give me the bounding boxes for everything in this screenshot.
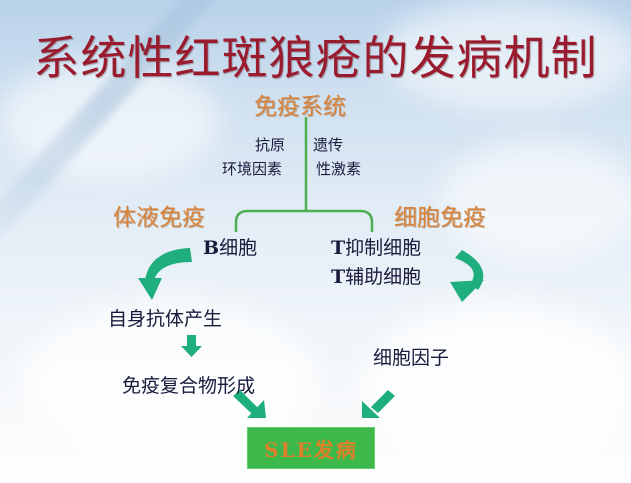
t-helper-text: 辅助细胞 <box>345 266 422 288</box>
down-arrow-icon <box>181 335 202 357</box>
root-node-immune-system: 免疫系统 <box>254 94 346 120</box>
diagonal-arrow-icon <box>233 390 266 418</box>
node-autoantibody: 自身抗体产生 <box>108 308 223 330</box>
diagonal-arrow-icon <box>362 390 395 418</box>
t-suppressor-prefix: T <box>331 237 346 259</box>
curved-arrow-icon <box>450 250 484 302</box>
node-t-helper: T辅助细胞 <box>331 262 421 289</box>
t-suppressor-text: 抑制细胞 <box>345 237 422 259</box>
branch-label-humoral: 体液免疫 <box>113 205 205 231</box>
branch-label-cellular: 细胞免疫 <box>394 205 486 231</box>
cloud-decoration <box>0 60 220 180</box>
outcome-label: SLE发病 <box>264 437 358 462</box>
outcome-box: SLE发病 <box>247 427 375 469</box>
cloud-decoration <box>360 300 631 470</box>
cloud-decoration <box>380 0 631 110</box>
node-b-cell: B细胞 <box>203 233 257 260</box>
factor-antigen: 抗原 <box>255 136 286 154</box>
node-immune-complex: 免疫复合物形成 <box>122 375 256 397</box>
curved-arrow-icon <box>138 248 192 300</box>
factor-genetics: 遗传 <box>313 136 344 154</box>
b-cell-text: 细胞 <box>219 237 258 259</box>
factor-environment: 环境因素 <box>222 160 283 178</box>
node-cytokines: 细胞因子 <box>373 347 450 369</box>
t-helper-prefix: T <box>331 266 346 288</box>
b-cell-prefix: B <box>203 237 220 259</box>
cloud-decoration <box>440 140 631 260</box>
page-title: 系统性红斑狼疮的发病机制 <box>33 31 598 85</box>
tree-connector <box>234 117 374 232</box>
factor-sex-hormone: 性激素 <box>316 160 362 178</box>
node-t-suppressor: T抑制细胞 <box>331 233 421 260</box>
